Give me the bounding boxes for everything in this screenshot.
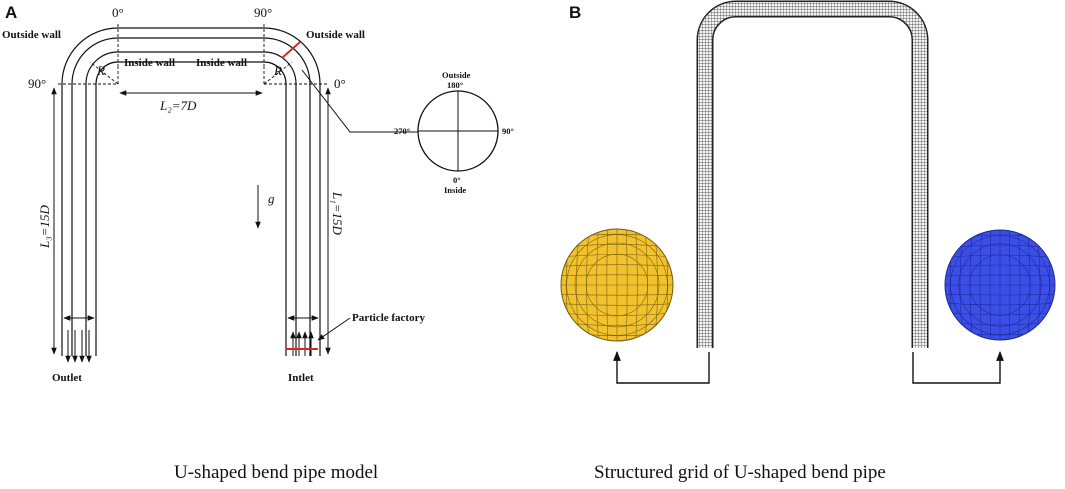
particle-factory-leader xyxy=(317,317,351,341)
inlet-connector-arrow xyxy=(912,351,1004,384)
inlet-flow-arrows xyxy=(290,331,314,356)
inlet-label: Intlet xyxy=(288,372,314,384)
mesh-ring xyxy=(585,253,649,317)
mesh-line xyxy=(672,229,673,341)
angle-right-label: 0° xyxy=(334,76,346,91)
outlet-label: Outlet xyxy=(52,372,82,384)
mesh-ring xyxy=(574,242,660,328)
gravity-label: g xyxy=(268,191,275,206)
l1-label: L₁=15D xyxy=(330,191,345,236)
bend-section-lines xyxy=(58,24,328,85)
mesh-line xyxy=(644,229,648,341)
pipe-inner-wall-outer-line xyxy=(85,51,297,356)
mesh-line xyxy=(626,229,628,341)
cross-section-angle-diagram: Outside 180° 270° 90° 0° Inside xyxy=(394,70,514,195)
pipe-outer-wall-inner-line xyxy=(71,37,311,356)
section-0-label: 0° xyxy=(453,175,461,185)
inside-wall-right-label: Inside wall xyxy=(196,57,247,69)
mesh-line xyxy=(561,303,673,306)
section-leader-line xyxy=(301,69,418,133)
caption-right: Structured grid of U-shaped bend pipe xyxy=(594,462,886,483)
pipe-outer-wall xyxy=(61,27,321,356)
section-270-label: 270° xyxy=(394,126,410,136)
meshed-pipe-border xyxy=(696,0,929,348)
mesh-line xyxy=(561,229,562,341)
section-inside-label: Inside xyxy=(444,185,466,195)
outside-wall-left-label: Outside wall xyxy=(2,29,61,41)
mesh-ring xyxy=(566,234,668,336)
panel-a-letter: A xyxy=(5,3,17,22)
angle-top-right-label: 90° xyxy=(254,5,272,20)
angle-top-left-label: 0° xyxy=(112,5,124,20)
mesh-line xyxy=(945,303,1055,306)
mesh-line xyxy=(945,230,946,340)
mesh-line xyxy=(561,229,673,230)
mesh-line xyxy=(561,340,673,341)
outlet-connector-arrow xyxy=(613,351,710,384)
angle-marker-red xyxy=(281,41,301,59)
radius-line-right xyxy=(263,61,293,85)
section-180-label: 180° xyxy=(447,80,463,90)
mesh-ring xyxy=(958,243,1042,327)
inside-wall-left-label: Inside wall xyxy=(124,57,175,69)
mesh-line xyxy=(945,339,1055,340)
particle-factory-label: Particle factory xyxy=(352,312,425,324)
section-outside-label: Outside xyxy=(442,70,471,80)
mesh-line xyxy=(1054,230,1055,340)
outlet-flow-arrows xyxy=(65,330,92,363)
l3-label: L₃=15D xyxy=(37,204,52,249)
section-90-label: 90° xyxy=(502,126,514,136)
mesh-ring xyxy=(950,235,1050,335)
pipe-inner-wall xyxy=(95,61,287,356)
meshed-pipe-surface xyxy=(698,2,927,348)
mesh-line xyxy=(561,312,673,316)
u-pipe-outline xyxy=(61,27,321,356)
outside-wall-right-label: Outside wall xyxy=(306,29,365,41)
l2-label: L₂=7D xyxy=(159,98,197,113)
panel-a-u-bend-model: A Outside wall Outside wall Inside wall … xyxy=(2,3,514,384)
radius-line-left xyxy=(89,61,119,85)
panel-b-structured-grid: B xyxy=(560,0,1056,384)
mesh-line xyxy=(945,293,1055,296)
mesh-line xyxy=(561,294,673,296)
caption-left: U-shaped bend pipe model xyxy=(174,462,378,483)
mesh-line xyxy=(1008,230,1011,340)
mesh-line xyxy=(945,230,1055,231)
mesh-ring xyxy=(969,254,1031,316)
radius-left-label: R xyxy=(96,63,105,78)
mesh-line xyxy=(635,229,638,341)
panel-b-letter: B xyxy=(569,3,581,22)
angle-left-label: 90° xyxy=(28,76,46,91)
inlet-mesh-cross-section xyxy=(944,229,1056,341)
mesh-line xyxy=(1018,230,1021,340)
radius-right-label: R xyxy=(273,63,282,78)
outlet-mesh-cross-section xyxy=(560,228,674,342)
